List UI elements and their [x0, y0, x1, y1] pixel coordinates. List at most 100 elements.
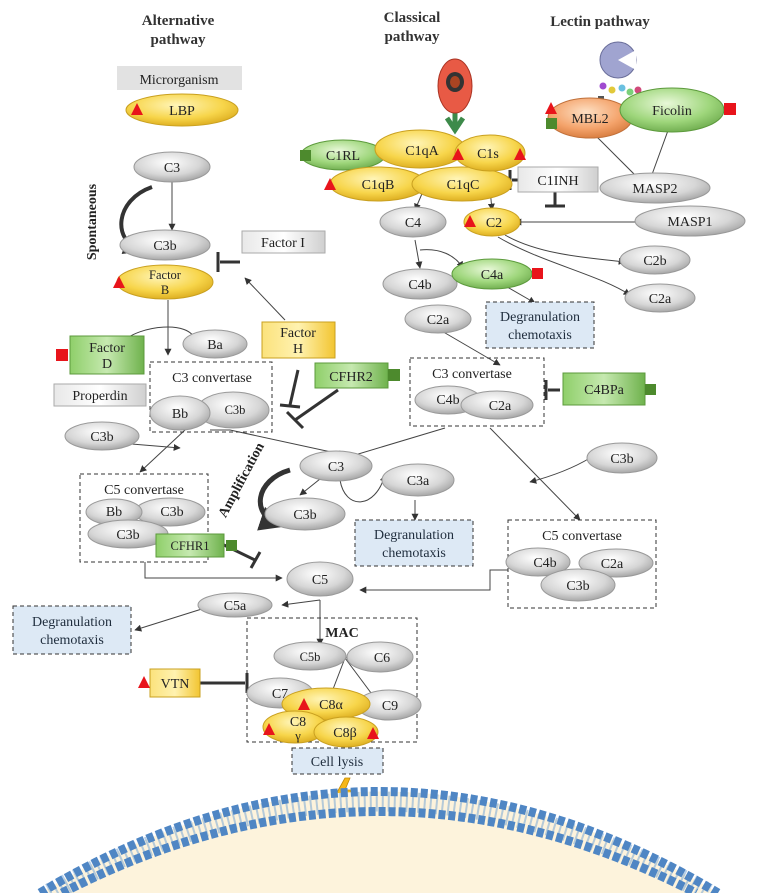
c5-convertase-alt: C5 convertase Bb C3b C3b	[79, 473, 209, 563]
c5-convertase-right: C5 convertase C4b C2a C3b	[505, 519, 657, 609]
c3-convertase-alt-title: C3 convertase	[172, 371, 252, 386]
c4b-label: C4b	[408, 278, 431, 293]
c5-node: C5	[286, 561, 354, 597]
ba-node: Ba	[182, 329, 248, 359]
c1s-label: C1s	[477, 147, 499, 162]
c3-convertase-classical-title: C3 convertase	[432, 367, 512, 382]
factor-h-label-l1: Factor	[280, 326, 316, 341]
c4a-node: C4a	[451, 258, 543, 290]
header-lectin: Lectin pathway	[550, 14, 650, 30]
masp2-label: MASP2	[632, 182, 677, 197]
c3b-free-node: C3b	[64, 421, 140, 451]
connectors	[119, 124, 671, 711]
degranulation-box-classical: Degranulation chemotaxis	[485, 301, 595, 349]
c8a-label: C8α	[319, 698, 343, 713]
microorganism-box	[117, 66, 242, 90]
header-classical-l2: pathway	[384, 29, 440, 45]
microorganism-label: Microrganism	[139, 73, 218, 88]
c3a-label: C3a	[407, 474, 430, 489]
cell-membrane	[37, 787, 721, 893]
c1inh-node: C1INH	[517, 166, 599, 193]
cell-lysis-label: Cell lysis	[311, 755, 364, 770]
degranulation-amp-l1: Degranulation	[374, 528, 454, 543]
ba-label: Ba	[207, 338, 223, 353]
c6-label: C6	[374, 651, 390, 666]
factor-h-node: Factor H	[261, 321, 336, 359]
c4bpa-node: C4BPa	[562, 372, 656, 406]
c5-convertase-alt-title: C5 convertase	[104, 483, 184, 498]
c5b-label: C5b	[300, 650, 321, 664]
c9-label: C9	[382, 699, 398, 714]
c5-c3b-a-label: C3b	[160, 505, 183, 520]
c2b-label: C2b	[643, 254, 666, 269]
masp2-node: MASP2	[599, 172, 711, 204]
factor-i-node: Factor I	[241, 230, 326, 254]
c8g-label-l2: γ	[294, 729, 301, 743]
c3-convertase-classical: C3 convertase C4b C2a	[409, 357, 545, 427]
degranulation-box-amp: Degranulation chemotaxis	[354, 519, 474, 567]
conv-c4b-label: C4b	[436, 393, 459, 408]
c3-convertase-alt: C3 convertase Bb C3b	[149, 361, 273, 433]
mbl2-label: MBL2	[571, 112, 608, 127]
cfhr1-label: CFHR1	[171, 539, 210, 553]
c5-convertase-right-title: C5 convertase	[542, 529, 622, 544]
c1qc-label: C1qC	[447, 178, 480, 193]
mac-complex: MAC C5b C6 C7 C8α C9 C8 γ C8β	[246, 617, 422, 748]
c1inh-label: C1INH	[537, 174, 578, 189]
ficolin-node: Ficolin	[619, 87, 736, 133]
conv-c2a-label: C2a	[489, 399, 512, 414]
c5a-node: C5a	[197, 592, 273, 618]
cfhr2-label: CFHR2	[329, 370, 373, 385]
lbp-label: LBP	[169, 104, 195, 119]
factor-b-label-l2: B	[161, 283, 169, 297]
cfhr1-node: CFHR1	[155, 533, 237, 558]
degranulation-amp-l2: chemotaxis	[382, 546, 446, 561]
c3-label: C3	[164, 161, 180, 176]
c3b-right-label: C3b	[610, 452, 633, 467]
ficolin-label: Ficolin	[652, 104, 692, 119]
c2-label: C2	[486, 216, 502, 231]
factor-d-label-l1: Factor	[89, 341, 125, 356]
c8b-label: C8β	[333, 726, 356, 741]
vtn-node: VTN	[138, 668, 201, 698]
c4-node: C4	[379, 206, 447, 238]
lbp-node: LBP	[125, 93, 239, 127]
c1rl-label: C1RL	[326, 149, 360, 164]
c4a-label: C4a	[481, 268, 504, 283]
masp1-label: MASP1	[667, 215, 712, 230]
factor-b-label-l1: Factor	[149, 268, 182, 282]
vtn-label: VTN	[161, 677, 190, 692]
mbl2-node: MBL2	[545, 97, 633, 139]
factor-d-label-l2: D	[102, 357, 112, 372]
header-alternative-l1: Alternative	[142, 13, 215, 29]
c2a-node: C2a	[624, 283, 696, 313]
c7-label: C7	[272, 687, 288, 702]
c3b-right-node: C3b	[586, 442, 658, 474]
header-alternative-l2: pathway	[150, 32, 206, 48]
mac-title: MAC	[325, 626, 358, 641]
lectin-binding-icon	[598, 41, 642, 104]
masp1-node: MASP1	[634, 205, 746, 237]
c4bpa-label: C4BPa	[584, 383, 624, 398]
c2-node: C2	[463, 207, 521, 237]
c2b-node: C2b	[619, 245, 691, 275]
c3b-label: C3b	[153, 239, 176, 254]
inhibition-lines	[200, 170, 565, 693]
c3b-node: C3b	[119, 229, 211, 261]
c3b-amp-label: C3b	[293, 508, 316, 523]
factor-d-node: Factor D	[56, 335, 145, 375]
c5-label: C5	[312, 573, 328, 588]
degranulation-classical-l2: chemotaxis	[508, 328, 572, 343]
c3-amp-node: C3	[299, 450, 373, 482]
pathogen-icon	[437, 58, 473, 135]
degranulation-classical-l1: Degranulation	[500, 310, 580, 325]
header-classical-l1: Classical	[384, 10, 441, 26]
c5r-c3b-label: C3b	[566, 579, 589, 594]
c8g-label-l1: C8	[290, 715, 306, 730]
properdin-label: Properdin	[72, 389, 127, 404]
c1-complex: C1RL C1qA C1s C1qB C1qC	[300, 129, 526, 202]
properdin-node: Properdin	[53, 383, 147, 407]
factor-h-label-l2: H	[293, 342, 303, 357]
c5-bb-label: Bb	[106, 505, 122, 520]
